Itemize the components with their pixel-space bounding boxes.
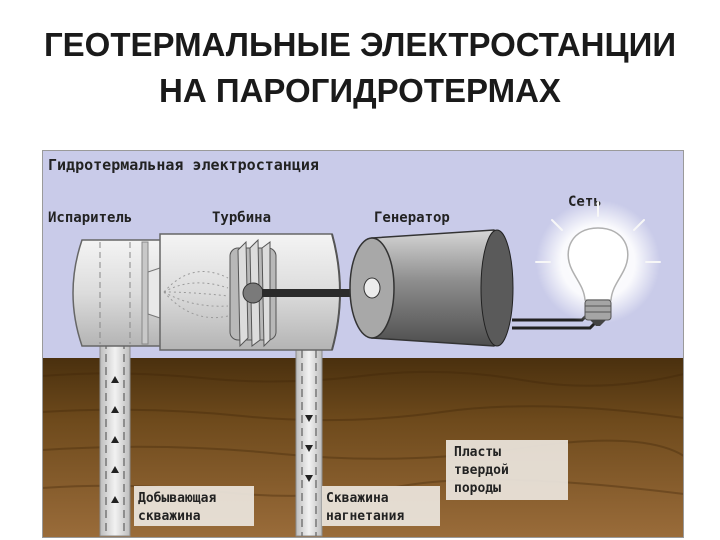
rock-label-line-2: твердой: [454, 463, 509, 478]
slide-title-line-1: ГЕОТЕРМАЛЬНЫЕ ЭЛЕКТРОСТАНЦИИ: [43, 26, 677, 63]
generator-label: Генератор: [374, 210, 450, 226]
diagram-heading: Гидротермальная электростанция: [48, 156, 319, 174]
production-well-label-line-1: Добывающая: [138, 491, 216, 506]
turbine-shaft: [262, 289, 374, 297]
production-well-label-line-2: скважина: [138, 509, 201, 524]
injection-well-label: Скважина нагнетания: [322, 486, 440, 526]
slide-title-line-2: НА ПАРОГИДРОТЕРМАХ: [159, 72, 561, 109]
injection-well-label-line-2: нагнетания: [326, 509, 404, 524]
upflow-arrows: [111, 376, 119, 503]
injection-well-label-line-1: Скважина: [326, 491, 389, 506]
evaporator-label: Испаритель: [48, 210, 132, 226]
turbine-label: Турбина: [212, 210, 271, 226]
injection-well: [295, 349, 323, 537]
downflow-arrows: [305, 415, 313, 482]
rock-strata-label: Пласты твердой породы: [446, 440, 568, 500]
generator: [349, 229, 514, 347]
production-well-label: Добывающая скважина: [134, 486, 254, 526]
light-bulb: [535, 200, 661, 326]
rock-label-line-1: Пласты: [454, 445, 501, 460]
diagram-frame: [42, 150, 684, 538]
steam-flow: [163, 271, 229, 319]
soil-texture: [42, 370, 684, 497]
rock-label-line-3: породы: [454, 481, 501, 496]
geothermal-plant-diagram: Гидротермальная электростанция Испарител…: [42, 150, 684, 538]
slide-title: ГЕОТЕРМАЛЬНЫЕ ЭЛЕКТРОСТАНЦИИ НА ПАРОГИДР…: [0, 22, 720, 114]
